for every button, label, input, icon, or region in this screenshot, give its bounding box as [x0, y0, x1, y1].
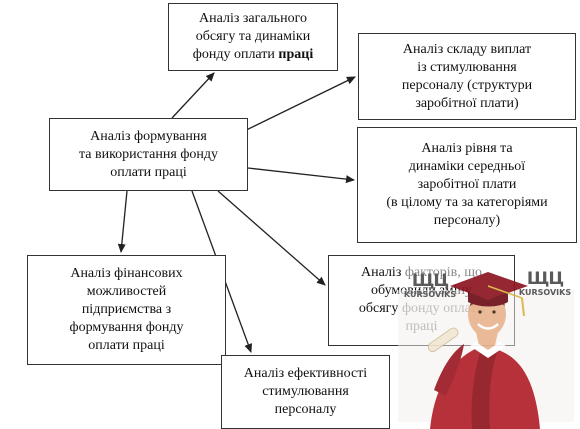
- node-level-line-4: (в цілому та за категоріями: [386, 195, 548, 210]
- node-structure-line-2: із стимулювання: [417, 59, 517, 75]
- node-total-line-3-plain: фонду оплати: [192, 47, 279, 62]
- node-financial-capacity: Аналіз фінансових можливостей підприємст…: [27, 255, 226, 365]
- node-factors-line-1: Аналіз факторів, що: [361, 264, 482, 282]
- node-total-line-3: фонду оплати праці: [193, 46, 313, 64]
- node-finance-line-4: формування фонду: [69, 320, 184, 335]
- arrow-to-level: [247, 167, 355, 184]
- node-factors-line-2: обумовили зміну: [371, 283, 472, 298]
- node-factors-line-3b: фонду оплати: [401, 301, 485, 316]
- node-stimulation-efficiency: Аналіз ефективності стимулювання персона…: [221, 355, 390, 429]
- node-main: Аналіз формування та використання фонду …: [49, 118, 248, 191]
- node-total-volume: Аналіз загального обсягу та динаміки фон…: [168, 3, 338, 71]
- node-change-factors: Аналіз факторів, що обумовили зміну обся…: [328, 255, 515, 346]
- node-main-line-2: та використання фонду: [78, 146, 218, 162]
- node-factors-line-4: праці: [405, 319, 438, 334]
- node-average-wage: Аналіз рівня та динаміки середньої зароб…: [357, 127, 577, 243]
- arrow-to-total: [171, 72, 215, 119]
- node-level-line-5: персоналу): [433, 213, 501, 228]
- node-main-line-3: оплати праці: [110, 164, 187, 180]
- node-factors-line-3: обсягу фонду оплати: [359, 300, 484, 318]
- node-total-line-3-bold: праці: [278, 47, 314, 62]
- node-total-line-1: Аналіз загального: [199, 11, 307, 26]
- node-factors-line-3a: обсягу: [358, 301, 402, 316]
- node-level-line-2: динаміки середньої: [408, 159, 526, 174]
- node-total-line-2: обсягу та динаміки: [195, 29, 311, 44]
- arrow-to-structure: [233, 76, 356, 137]
- node-effect-line-3: персоналу: [274, 402, 337, 417]
- arrow-to-factors: [217, 190, 326, 286]
- node-factors-line-1a: Аналіз: [361, 265, 405, 280]
- node-main-line-1: Аналіз формування: [90, 128, 207, 144]
- node-structure-line-3: персоналу (структури: [401, 77, 533, 93]
- node-level-line-3: заробітної плати: [417, 177, 517, 192]
- node-effect-line-2: стимулювання: [262, 384, 349, 399]
- node-structure-line-4: заробітної плати): [415, 95, 519, 111]
- arrow-to-finance: [117, 190, 128, 253]
- node-effect-line-1: Аналіз ефективності: [243, 366, 368, 381]
- node-factors-line-1b: факторів, що: [404, 265, 482, 280]
- node-structure-line-1: Аналіз складу виплат: [402, 41, 532, 57]
- node-finance-line-2: можливостей: [86, 284, 167, 299]
- node-level-line-1: Аналіз рівня та: [421, 141, 513, 156]
- node-finance-line-1: Аналіз фінансових: [70, 266, 183, 281]
- node-payment-structure: Аналіз складу виплат із стимулювання пер…: [358, 33, 576, 120]
- node-finance-line-5: оплати праці: [88, 338, 165, 353]
- node-finance-line-3: підприємства з: [81, 302, 172, 317]
